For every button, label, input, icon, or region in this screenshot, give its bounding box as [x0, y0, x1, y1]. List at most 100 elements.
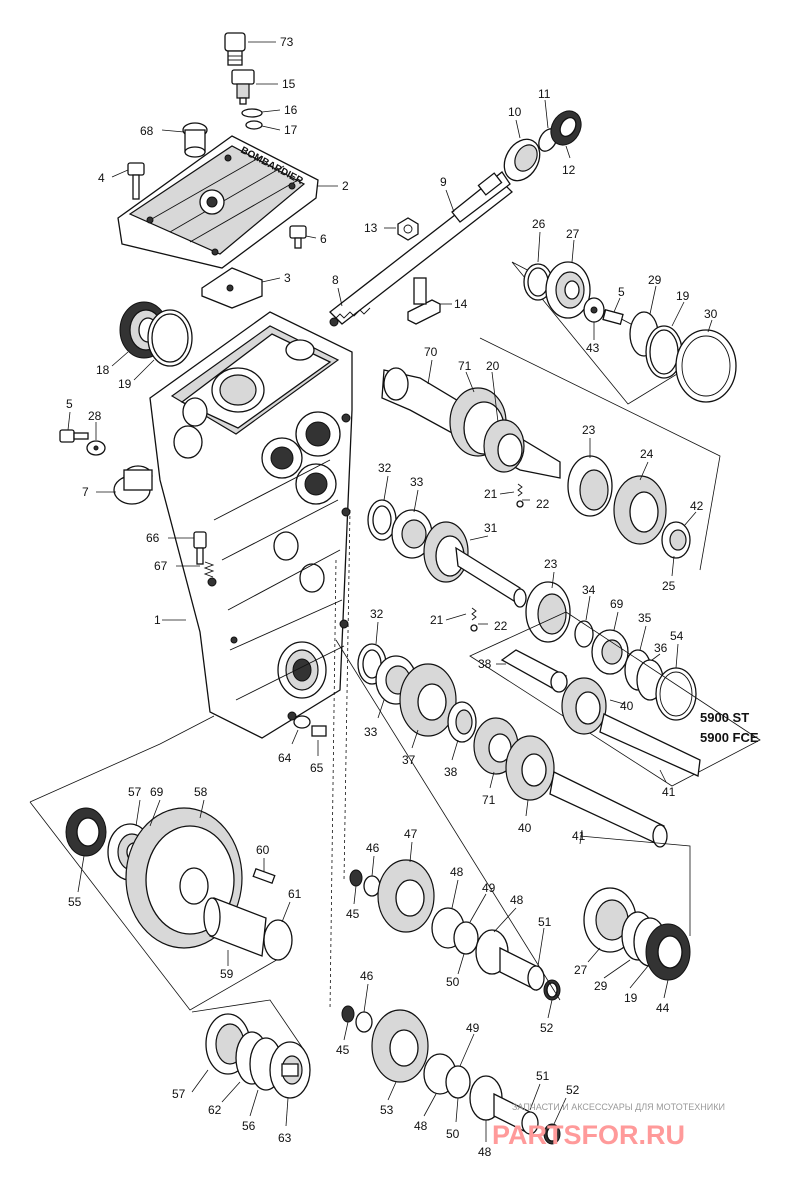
model-group-frame: [469, 611, 761, 787]
washer-43: [583, 297, 605, 323]
end-cover-30: [675, 329, 737, 403]
callout-49-bottom: 49: [466, 1021, 480, 1035]
callout-45-mid: 45: [346, 907, 360, 921]
callout-19-lower: 19: [624, 991, 638, 1005]
callout-32-top: 32: [378, 461, 392, 475]
callout-11: 11: [538, 87, 551, 101]
nut-13: [397, 217, 419, 241]
callout-38-group: 38: [478, 657, 492, 671]
drain-plug-73: [224, 32, 246, 66]
callout-46-mid: 46: [366, 841, 380, 855]
sleeve-38-lower: [447, 701, 477, 743]
callout-19-left: 19: [118, 377, 132, 391]
snap-ring-19-left: [147, 309, 193, 367]
callout-70: 70: [424, 345, 438, 359]
callout-57-left: 57: [128, 785, 142, 799]
callout-22-top: 22: [536, 497, 550, 511]
callout-52-bottom: 52: [566, 1083, 580, 1097]
plate-3: [201, 267, 263, 309]
callout-19-top: 19: [676, 289, 690, 303]
callout-27-lower: 27: [574, 963, 588, 977]
callout-48-b: 48: [510, 893, 524, 907]
callout-42: 42: [690, 499, 704, 513]
bearing-48-49-upper: [431, 907, 509, 975]
seal-44: [645, 923, 691, 981]
bolt-6: [289, 225, 307, 249]
bearing-27: [545, 261, 591, 319]
callout-21-mid: 21: [430, 613, 444, 627]
spring-67: [203, 561, 217, 587]
callout-26: 26: [532, 217, 546, 231]
spring-ball-21-22-upper: [516, 483, 524, 508]
sleeve-38-upper: [500, 649, 568, 693]
callout-33-mid: 33: [364, 725, 378, 739]
snap-ring-19-upper: [645, 325, 683, 379]
callout-47: 47: [404, 827, 418, 841]
callout-62: 62: [208, 1103, 222, 1117]
callout-34: 34: [582, 583, 596, 597]
callout-59: 59: [220, 967, 234, 981]
sleeve-51-upper: [499, 946, 545, 992]
callout-35: 35: [638, 611, 652, 625]
callout-24: 24: [640, 447, 654, 461]
callout-69-right: 69: [610, 597, 624, 611]
washer-45-lower: [341, 1005, 355, 1023]
callout-57-bottom: 57: [172, 1087, 186, 1101]
callout-50-bottom: 50: [446, 1127, 460, 1141]
bolt-4: [127, 162, 145, 200]
spring-ball-21-22-lower: [470, 607, 478, 632]
callout-23-mid: 23: [544, 557, 558, 571]
gear-40-lower: [505, 735, 555, 801]
callout-33-top: 33: [410, 475, 424, 489]
callout-67: 67: [154, 559, 168, 573]
bolt-5-upper: [602, 309, 624, 325]
seal-12: [550, 110, 582, 146]
top-cover-2: BOMBARDIER: [117, 135, 319, 269]
callout-60: 60: [256, 843, 270, 857]
washer-45-upper: [349, 869, 363, 887]
callout-18: 18: [96, 363, 110, 377]
callout-55: 55: [68, 895, 82, 909]
callout-28: 28: [88, 409, 102, 423]
callout-43: 43: [586, 341, 600, 355]
model-label-fce: 5900 FCE: [700, 730, 759, 745]
callout-27-top: 27: [566, 227, 580, 241]
bearing-48-49-lower: [423, 1053, 503, 1121]
seal-housing-10: [503, 138, 541, 182]
model-label-st: 5900 ST: [700, 710, 749, 725]
bolt-5-left: [59, 429, 89, 443]
pin-66: [193, 531, 207, 565]
callout-69-left: 69: [150, 785, 164, 799]
shaft-41-lower: [549, 771, 668, 848]
callout-14: 14: [454, 297, 468, 311]
washers-16-17: [241, 108, 263, 130]
gear-20: [483, 419, 525, 473]
sensor-switch-15: [231, 69, 255, 105]
callout-6: 6: [320, 232, 327, 246]
watermark-brand: PARTSFOR.RU: [492, 1120, 685, 1150]
pin-60: [252, 867, 276, 885]
breather-plug-68: [182, 122, 208, 158]
callout-37: 37: [402, 753, 416, 767]
oring-52-upper: [543, 979, 561, 1001]
plug-7: [113, 465, 153, 505]
callout-41-mid: 41: [572, 829, 586, 843]
right-lower-frame: [579, 835, 691, 936]
bottom-left-frame: [191, 999, 305, 1051]
callout-3: 3: [284, 271, 291, 285]
callout-5-left: 5: [66, 397, 73, 411]
callout-29-lower: 29: [594, 979, 608, 993]
callout-4: 4: [98, 171, 105, 185]
callout-20: 20: [486, 359, 500, 373]
callout-29-top: 29: [648, 273, 662, 287]
synchro-23-upper: [567, 455, 613, 517]
shaft-41-upper: [599, 713, 701, 777]
callout-68: 68: [140, 124, 154, 138]
callout-12: 12: [562, 163, 576, 177]
callout-50-mid: 50: [446, 975, 460, 989]
oring-52-lower: [543, 1123, 561, 1145]
flange-63: [269, 1041, 311, 1099]
callout-labels: 73 15 16 17 68 4 2 6 3 10 11 12 9 13 8 1…: [66, 35, 718, 1159]
callout-38-mid: 38: [444, 765, 458, 779]
